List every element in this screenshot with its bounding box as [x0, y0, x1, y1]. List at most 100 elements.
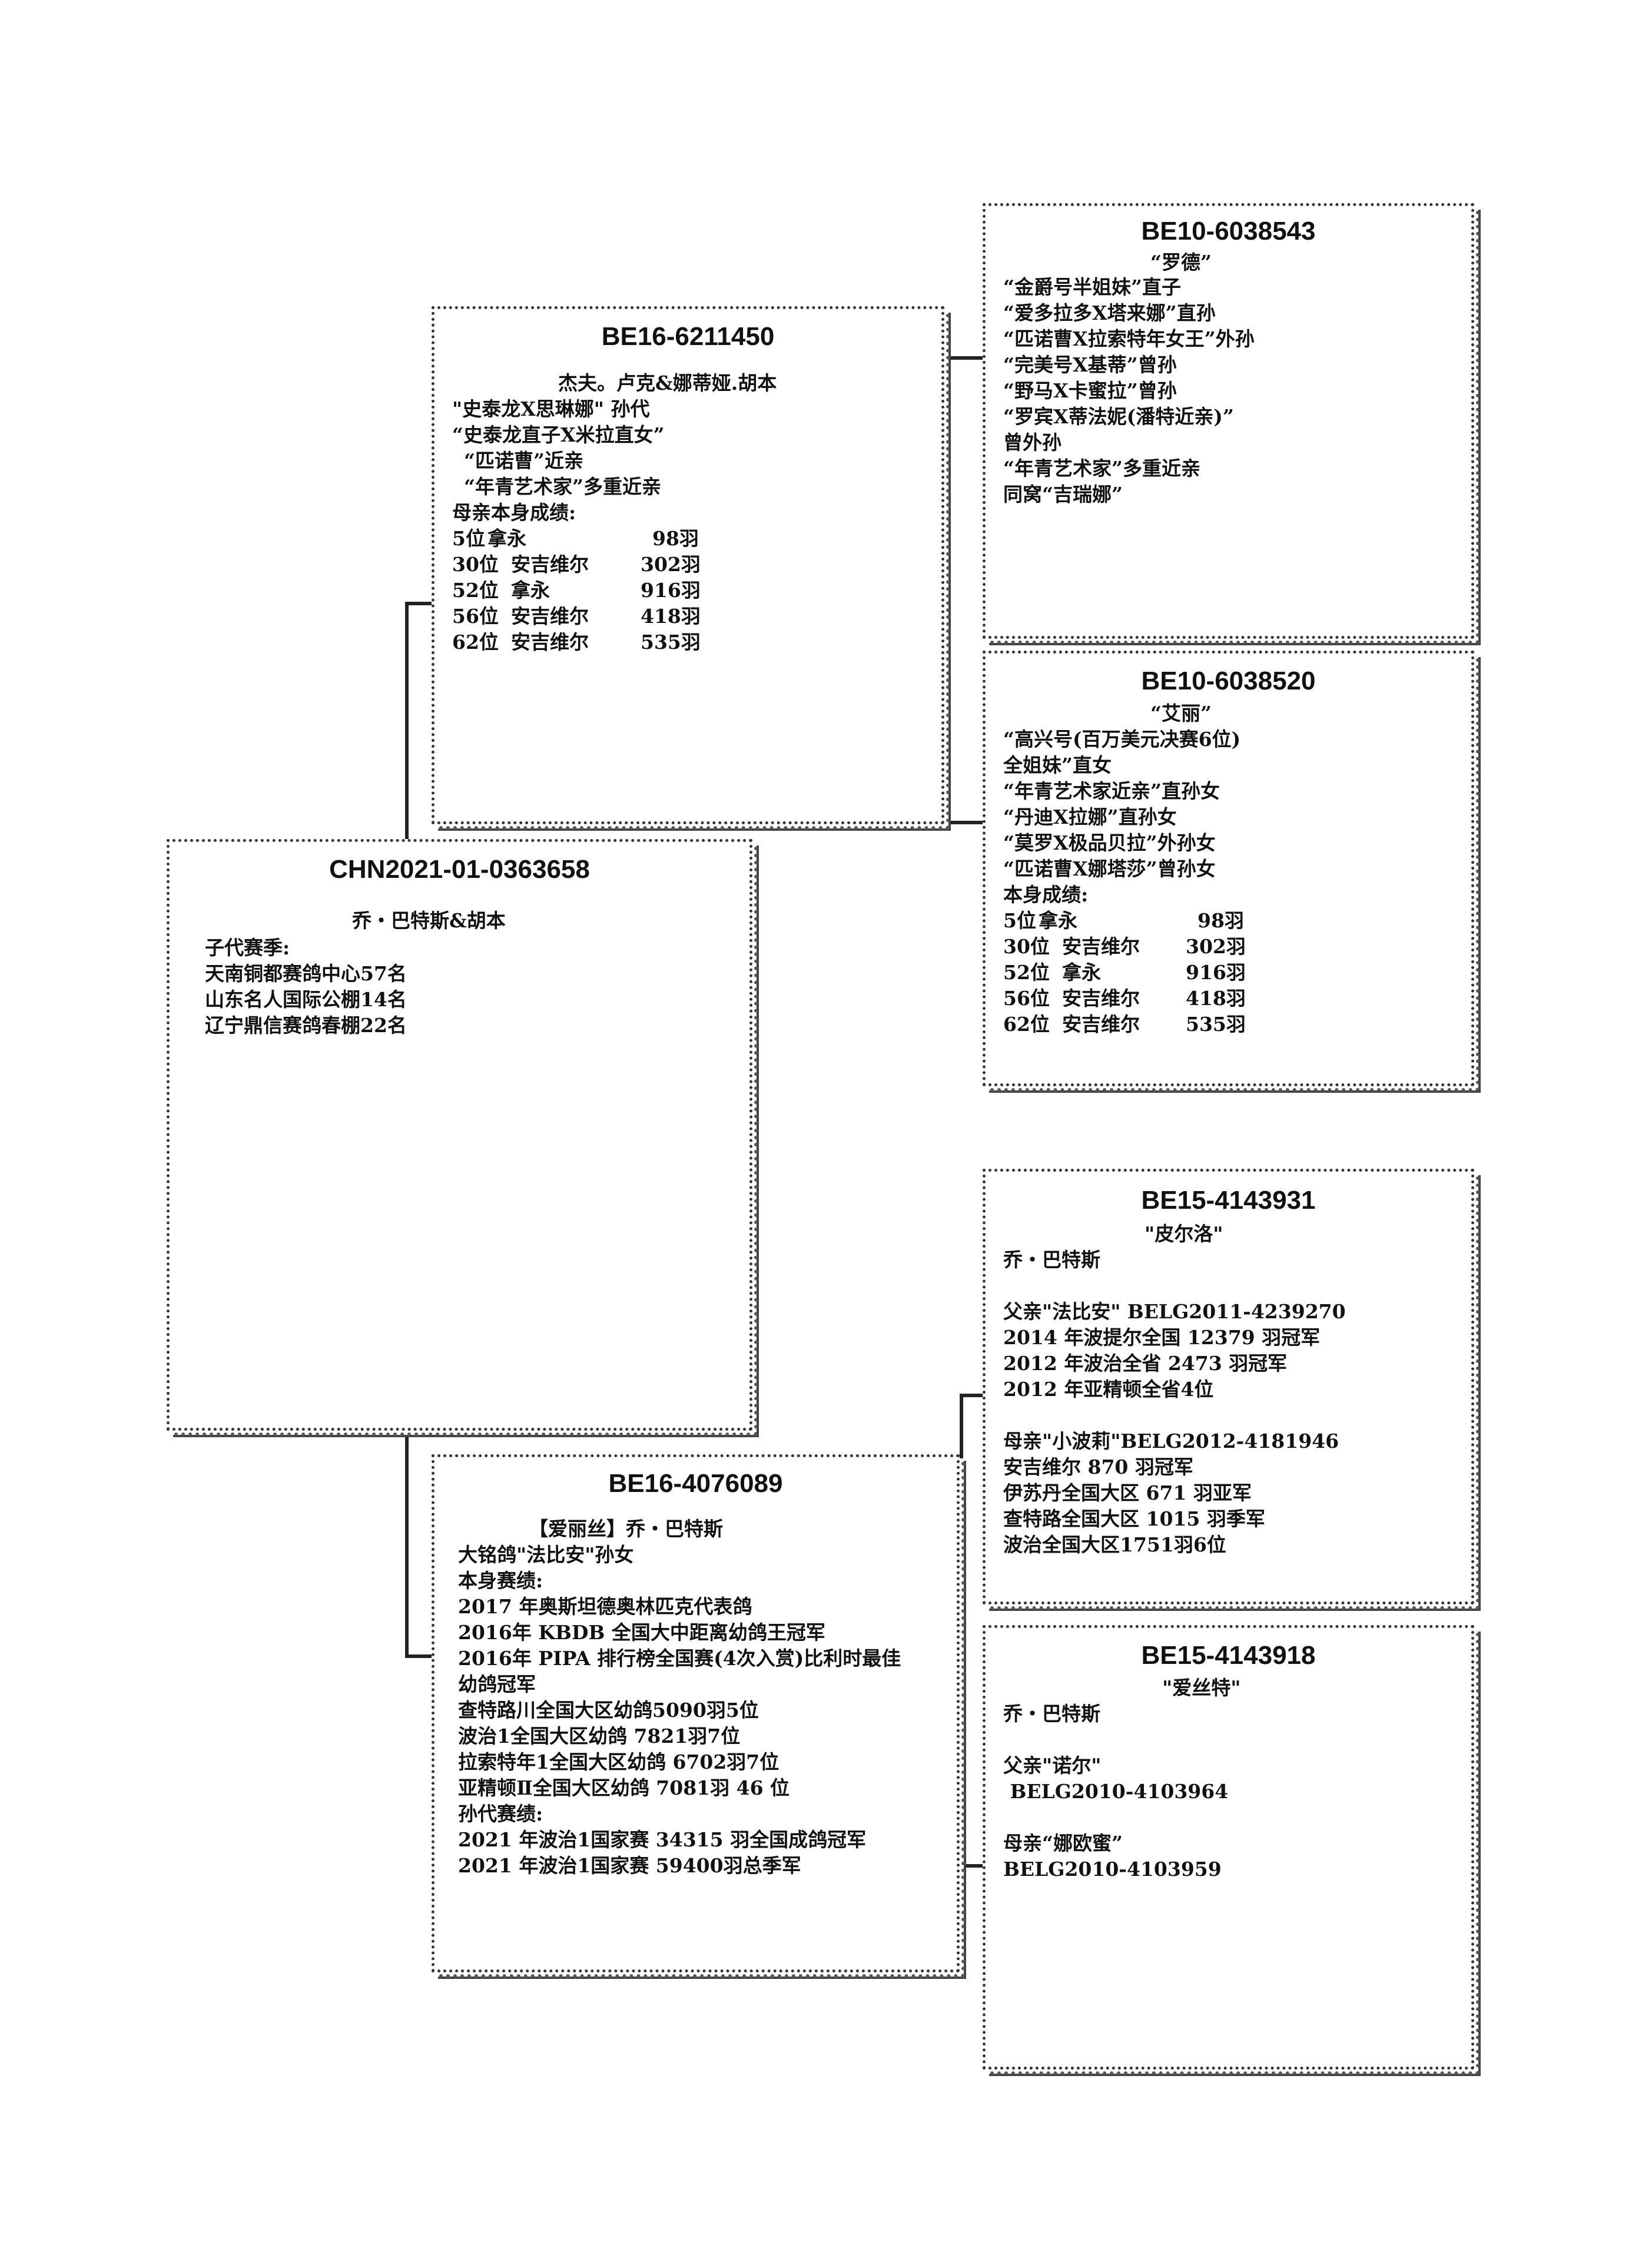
ss-line-7: “年青艺术家”多重近亲	[1003, 457, 1200, 480]
dam-breeder: 【爱丽丝】乔・巴特斯	[529, 1517, 723, 1540]
sd-line-4: “莫罗X极品贝拉”外孙女	[1003, 831, 1216, 854]
sire-result-rank: 30位	[452, 553, 499, 576]
sire-result-race: 拿永	[487, 527, 526, 550]
dam-line-12: 2021 年波治1国家赛 59400羽总季军	[458, 1854, 801, 1877]
sire-result-count: 98羽	[652, 527, 699, 550]
sire-line-4: 母亲本身成绩:	[452, 501, 576, 524]
sire-breeder: 杰夫。卢克&娜蒂娅.胡本	[558, 372, 777, 394]
dam-line-3: 2016年 KBDB 全国大中距离幼鸽王冠军	[458, 1621, 825, 1644]
sd-line-3: “丹迪X拉娜”直孙女	[1003, 805, 1177, 828]
sire-result-rank: 5位	[452, 527, 485, 550]
sd-result-count: 535羽	[1186, 1013, 1246, 1036]
dam-line-1: 本身赛绩:	[458, 1569, 543, 1592]
dam-line-0: 大铭鸽"法比安"孙女	[458, 1543, 634, 1566]
ds-line-3: 2012 年亚精顿全省4位	[1003, 1378, 1214, 1401]
sire-result-count: 418羽	[641, 605, 701, 628]
ss-line-5: “罗宾X蒂法妮(潘特近亲)”	[1003, 405, 1234, 428]
dd-name: "爱丝特"	[1162, 1676, 1241, 1699]
sd-result-race: 安吉维尔	[1062, 987, 1140, 1010]
main-ring-number: CHN2021-01-0363658	[329, 855, 590, 884]
ds-line-7: 伊苏丹全国大区 671 羽亚军	[1003, 1481, 1252, 1504]
sd-result-rank: 5位	[1003, 909, 1036, 932]
dd-line-5: BELG2010-4103959	[1003, 1858, 1222, 1881]
sd-result-count: 418羽	[1186, 987, 1246, 1010]
dam-dam-card: BE15-4143918 "爱丝特" 乔・巴特斯 父亲"诺尔" BELG2010…	[983, 1625, 1480, 2075]
dd-line-1: 父亲"诺尔"	[1003, 1754, 1102, 1777]
ds-line-2: 2012 年波治全省 2473 羽冠军	[1003, 1352, 1288, 1375]
sire-line-2: “匹诺曹”近亲	[464, 449, 583, 472]
sire-result-race: 安吉维尔	[511, 553, 589, 576]
sire-sire-card: BE10-6038543 “罗德” “金爵号半姐妹”直子 “爱多拉多X塔来娜”直…	[983, 203, 1480, 644]
ds-name: "皮尔洛"	[1145, 1222, 1223, 1245]
dam-line-6: 查特路川全国大区幼鸽5090羽5位	[458, 1699, 759, 1722]
ss-line-2: “匹诺曹X拉索特年女王”外孙	[1003, 327, 1255, 350]
connector-ss-stub	[944, 356, 983, 360]
sd-result-race: 拿永	[1062, 961, 1101, 984]
main-pigeon-card: CHN2021-01-0363658 乔・巴特斯&胡本 子代赛季: 天南铜都赛鸽…	[167, 839, 758, 1436]
connector-dd-stub	[960, 1864, 983, 1868]
sd-result-count: 916羽	[1186, 961, 1246, 984]
sire-ring-number: BE16-6211450	[601, 322, 775, 351]
dam-line-4: 2016年 PIPA 排行榜全国赛(4次入赏)比利时最佳	[458, 1647, 901, 1670]
dd-ring-number: BE15-4143918	[1141, 1641, 1316, 1670]
ss-name: “罗德”	[1150, 251, 1212, 274]
ss-line-3: “完美号X基蒂”曾孙	[1003, 353, 1177, 376]
dam-line-2: 2017 年奥斯坦德奥林匹克代表鸽	[458, 1595, 752, 1618]
connector-main-up	[405, 602, 409, 839]
sire-dam-card: BE10-6038520 “艾丽” “高兴号(百万美元决赛6位) 全姐妹”直女 …	[983, 651, 1480, 1092]
main-line-1: 天南铜都赛鸽中心57名	[205, 962, 407, 985]
main-breeder: 乔・巴特斯&胡本	[352, 909, 506, 932]
dam-line-8: 拉索特年1全国大区幼鸽 6702羽7位	[458, 1750, 779, 1773]
ds-line-5: 母亲"小波莉"BELG2012-4181946	[1003, 1430, 1339, 1453]
dam-ring-number: BE16-4076089	[608, 1469, 783, 1498]
ds-breeder: 乔・巴特斯	[1003, 1248, 1100, 1271]
sire-result-race: 拿永	[511, 579, 550, 602]
sire-result-rank: 52位	[452, 579, 499, 602]
main-line-2: 山东名人国际公棚14名	[205, 988, 407, 1011]
ds-line-6: 安吉维尔 870 羽冠军	[1003, 1455, 1193, 1478]
sd-line-5: “匹诺曹X娜塔莎”曾孙女	[1003, 857, 1216, 880]
sd-result-rank: 52位	[1003, 961, 1050, 984]
connector-main-down	[405, 1431, 409, 1654]
sire-result-race: 安吉维尔	[511, 605, 589, 628]
dam-line-11: 2021 年波治1国家赛 34315 羽全国成鸽冠军	[458, 1828, 867, 1851]
dam-sire-card: BE15-4143931 "皮尔洛" 乔・巴特斯 父亲"法比安" BELG201…	[983, 1169, 1480, 1610]
ds-ring-number: BE15-4143931	[1141, 1186, 1316, 1215]
sd-result-race: 安吉维尔	[1062, 1013, 1140, 1036]
sd-result-race: 拿永	[1039, 909, 1077, 932]
sire-result-count: 535羽	[641, 631, 701, 654]
ss-line-0: “金爵号半姐妹”直子	[1003, 276, 1181, 299]
sire-result-count: 302羽	[641, 553, 701, 576]
sd-result-race: 安吉维尔	[1062, 935, 1140, 958]
ds-line-8: 查特路全国大区 1015 羽季军	[1003, 1507, 1265, 1530]
sd-result-count: 98羽	[1198, 909, 1244, 932]
sire-line-0: "史泰龙X思琳娜" 孙代	[452, 397, 650, 420]
sire-card: BE16-6211450 杰夫。卢克&娜蒂娅.胡本 "史泰龙X思琳娜" 孙代 “…	[432, 306, 950, 830]
sd-name: “艾丽”	[1150, 702, 1212, 725]
sd-line-6: 本身成绩:	[1003, 883, 1089, 906]
sd-result-rank: 30位	[1003, 935, 1050, 958]
main-line-0: 子代赛季:	[205, 936, 290, 959]
ss-line-4: “野马X卡蜜拉”曾孙	[1003, 379, 1177, 402]
dd-line-4: 母亲“娜欧蜜”	[1003, 1832, 1123, 1855]
sd-result-rank: 56位	[1003, 987, 1050, 1010]
dam-card: BE16-4076089 【爱丽丝】乔・巴特斯 大铭鸽"法比安"孙女 本身赛绩:…	[432, 1454, 965, 1978]
connector-dam-stub	[405, 1654, 432, 1658]
dd-line-2: BELG2010-4103964	[1003, 1780, 1229, 1803]
ds-line-9: 波治全国大区1751羽6位	[1003, 1533, 1226, 1556]
sire-line-1: “史泰龙直子X米拉直女”	[452, 423, 665, 446]
connector-sire-stub	[405, 602, 432, 605]
dd-breeder: 乔・巴特斯	[1003, 1702, 1100, 1725]
ds-line-0: 父亲"法比安" BELG2011-4239270	[1003, 1300, 1346, 1323]
sd-line-0: “高兴号(百万美元决赛6位)	[1003, 728, 1241, 751]
sd-ring-number: BE10-6038520	[1141, 667, 1316, 695]
dam-line-7: 波治1全国大区幼鸽 7821羽7位	[458, 1725, 741, 1748]
sire-result-rank: 56位	[452, 605, 499, 628]
dam-line-10: 孙代赛绩:	[458, 1802, 543, 1825]
ss-line-8: 同窝“吉瑞娜”	[1003, 483, 1123, 506]
dam-line-9: 亚精顿Ⅱ全国大区幼鸽 7081羽 46 位	[458, 1776, 790, 1799]
dam-line-5: 幼鸽冠军	[458, 1673, 536, 1696]
connector-sd-stub	[944, 821, 983, 824]
sd-result-rank: 62位	[1003, 1013, 1050, 1036]
sd-line-1: 全姐妹”直女	[1003, 754, 1112, 777]
